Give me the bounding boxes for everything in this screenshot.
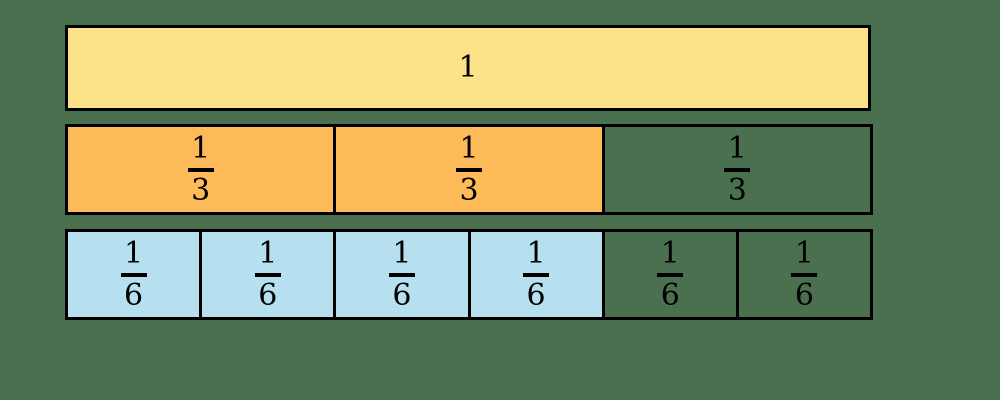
numerator: 1: [794, 236, 814, 271]
sixths-cell-3[interactable]: 1 6: [336, 232, 471, 317]
fraction-bar-icon: [523, 272, 550, 277]
numerator: 1: [660, 236, 680, 271]
denominator: 6: [392, 277, 412, 313]
denominator: 6: [526, 277, 546, 313]
fraction-bar-icon: [724, 167, 751, 172]
denominator: 3: [727, 172, 747, 208]
thirds-row: 1 3 1 3 1 3: [65, 124, 873, 215]
fraction-bar-icon: [187, 167, 214, 172]
numerator: 1: [459, 131, 479, 166]
whole-label: 1: [458, 50, 478, 85]
fraction-one-third: 1 3: [187, 131, 214, 208]
thirds-cell-1[interactable]: 1 3: [68, 127, 337, 212]
numerator: 1: [526, 236, 546, 271]
fraction-bar-icon: [120, 272, 147, 277]
whole-cell[interactable]: 1: [68, 28, 868, 108]
fraction-one-sixth: 1 6: [791, 236, 818, 313]
denominator: 6: [660, 277, 680, 313]
fraction-one-sixth: 1 6: [523, 236, 550, 313]
numerator: 1: [124, 236, 144, 271]
fraction-one-third: 1 3: [724, 131, 751, 208]
sixths-cell-6[interactable]: 1 6: [739, 232, 870, 317]
thirds-cell-2[interactable]: 1 3: [336, 127, 605, 212]
whole-row: 1: [65, 25, 871, 111]
denominator: 3: [459, 172, 479, 208]
fraction-bar-icon: [791, 272, 818, 277]
denominator: 3: [191, 172, 211, 208]
fraction-one-sixth: 1 6: [254, 236, 281, 313]
denominator: 6: [124, 277, 144, 313]
numerator: 1: [727, 131, 747, 166]
fraction-one-sixth: 1 6: [388, 236, 415, 313]
fraction-one-sixth: 1 6: [657, 236, 684, 313]
numerator: 1: [392, 236, 412, 271]
fraction-bar-icon: [455, 167, 482, 172]
sixths-cell-2[interactable]: 1 6: [202, 232, 337, 317]
numerator: 1: [258, 236, 278, 271]
fraction-one-sixth: 1 6: [120, 236, 147, 313]
sixths-cell-1[interactable]: 1 6: [68, 232, 203, 317]
sixths-row: 1 6 1 6 1 6 1 6: [65, 229, 873, 320]
denominator: 6: [794, 277, 814, 313]
sixths-cell-5[interactable]: 1 6: [605, 232, 739, 317]
fraction-bar-icon: [388, 272, 415, 277]
fraction-one-third: 1 3: [455, 131, 482, 208]
thirds-cell-3[interactable]: 1 3: [605, 127, 870, 212]
denominator: 6: [258, 277, 278, 313]
sixths-cell-4[interactable]: 1 6: [470, 232, 605, 317]
fraction-bar-icon: [254, 272, 281, 277]
fraction-bar-icon: [657, 272, 684, 277]
numerator: 1: [191, 131, 211, 166]
